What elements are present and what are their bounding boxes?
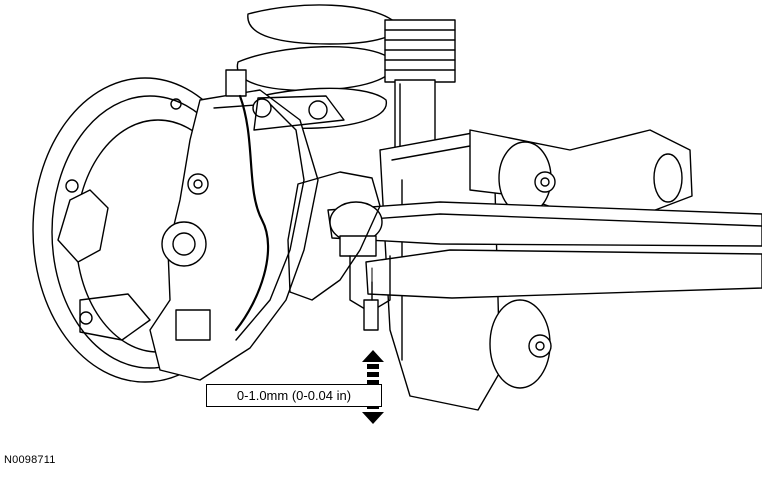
link-mount	[287, 171, 381, 301]
lower-bushing	[489, 299, 552, 389]
ball-joint	[329, 201, 391, 331]
measurement-callout: 0-1.0mm (0-0.04 in)	[206, 384, 382, 407]
brake-line	[234, 94, 270, 332]
figure-id: N0098711	[4, 454, 56, 466]
trailing-arm	[469, 129, 693, 215]
knuckle	[149, 69, 345, 381]
lateral-link	[327, 201, 762, 299]
